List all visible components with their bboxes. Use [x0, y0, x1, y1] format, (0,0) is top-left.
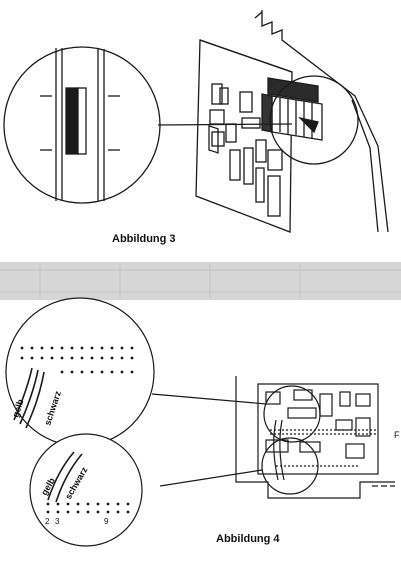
pin-rows-lower	[46, 502, 130, 514]
pin-number-3: 3	[55, 517, 60, 526]
pin-number-2: 2	[45, 517, 50, 526]
magnified-inset-3	[3, 46, 161, 204]
detail-circle-small	[269, 75, 359, 165]
wire-upper-3	[25, 371, 45, 429]
pin-rows-upper	[20, 346, 134, 374]
wire-upper-1	[13, 367, 33, 421]
circuit-board	[195, 39, 293, 233]
wire-lower-1	[47, 451, 75, 501]
edge-label-f: F	[394, 430, 400, 440]
wire-upper-2	[19, 369, 39, 425]
figure-3-caption: Abbildung 3	[112, 233, 176, 245]
magnified-inset-upper-4	[5, 297, 155, 447]
board-wire-1	[273, 419, 279, 481]
detail-circle-lower-4	[261, 437, 319, 495]
circuit-board-4	[257, 383, 379, 475]
figure-3	[3, 10, 389, 233]
magnified-inset-lower-4	[29, 433, 143, 547]
board-wire-2	[279, 419, 285, 481]
leader-line-3	[157, 123, 293, 126]
detail-circle-upper-4	[263, 385, 321, 443]
figure-4	[5, 297, 395, 547]
wire-lower-2	[55, 453, 83, 503]
separator-band	[0, 262, 401, 300]
leader-line-lower-4	[159, 469, 263, 487]
housing-frame-4	[235, 376, 395, 499]
pin-number-9: 9	[104, 517, 109, 526]
figure-4-caption: Abbildung 4	[216, 533, 280, 545]
board-connector	[261, 77, 323, 141]
leader-line-upper-4	[151, 393, 267, 405]
